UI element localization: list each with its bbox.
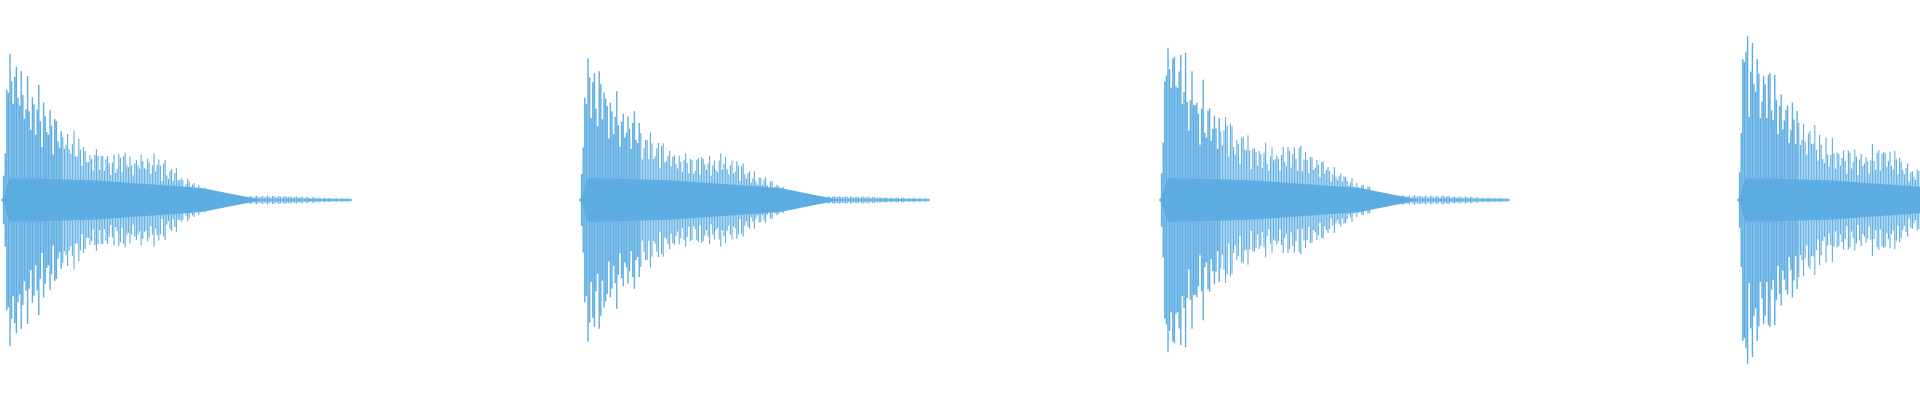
waveform-burst <box>579 58 930 342</box>
waveform-burst <box>1 53 352 347</box>
waveform-burst <box>1159 47 1510 353</box>
waveform-bursts <box>1 36 1920 364</box>
waveform-burst <box>1737 36 1920 364</box>
